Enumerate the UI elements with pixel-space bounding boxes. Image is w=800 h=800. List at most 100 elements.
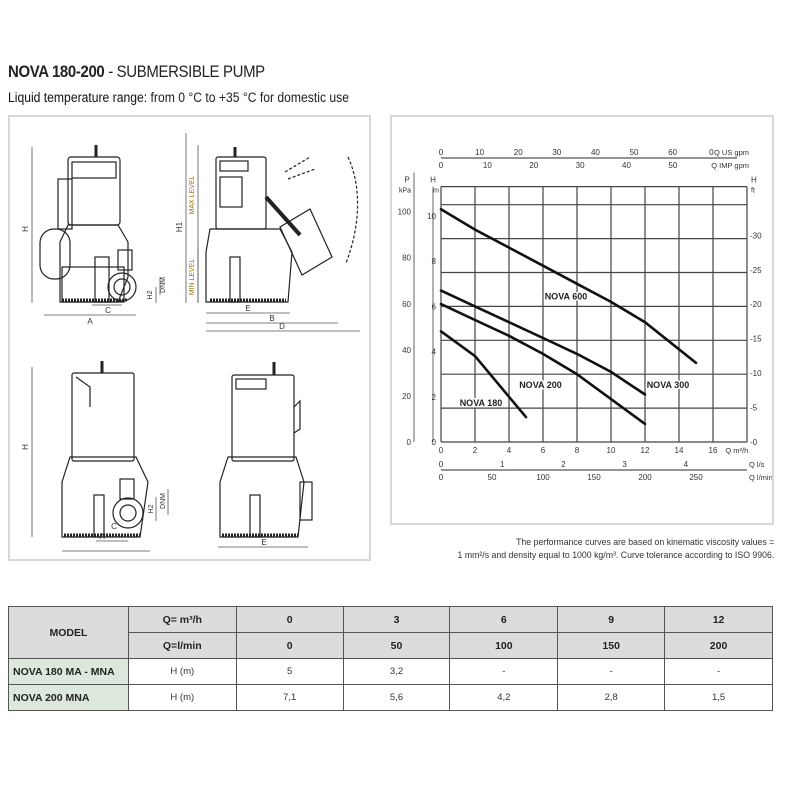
q-lmin-cell: 50 — [342, 632, 451, 659]
x-tick-m3h: 8 — [575, 446, 580, 455]
y-tick-m: 10 — [427, 212, 436, 221]
head-value: 3,2 — [342, 658, 451, 685]
dim-label-d: D — [279, 322, 285, 331]
x-tick-lmin: 0 — [439, 473, 444, 482]
y-tick-kpa: 100 — [398, 208, 412, 217]
x-tick-m3h: 10 — [607, 446, 616, 455]
axis-label-m3h: Q m³/h — [725, 446, 748, 455]
head-value: 4,2 — [449, 684, 559, 711]
dim-label-max-level: MAX LEVEL — [189, 175, 196, 214]
dim-label-h2: H2 — [148, 504, 155, 513]
dim-label-dnm: DNM — [160, 493, 167, 509]
dim-label-b: B — [269, 314, 274, 323]
y-tick-m: 8 — [432, 257, 437, 266]
pump-front-view-drawing — [61, 361, 149, 538]
q-lmin-cell: 0 — [235, 632, 344, 659]
x-tick-us-gpm: 10 — [475, 148, 484, 157]
curve-nova-600 — [439, 207, 698, 365]
axis-label-us-gpm: Q US gpm — [714, 148, 749, 157]
x-tick-us-gpm: 40 — [591, 148, 600, 157]
curve-label: NOVA 200 — [519, 380, 562, 390]
table-header-row-m3h: MODEL Q= m³/h 0 3 6 9 12 — [8, 606, 773, 659]
q-lmin-cell: 150 — [557, 632, 666, 659]
q-m3h-cell: 9 — [557, 606, 666, 633]
temperature-value: from 0 °C to +35 °C for domestic use — [147, 90, 349, 105]
y-tick-m: 2 — [432, 393, 437, 402]
y-tick-ft: -5 — [750, 404, 758, 413]
x-tick-m3h: 14 — [675, 446, 684, 455]
dim-label-h1: H1 — [175, 221, 184, 232]
x-tick-lmin: 150 — [587, 473, 601, 482]
x-tick-m3h: 12 — [641, 446, 650, 455]
dim-label-dnm: DNM — [160, 277, 167, 293]
dim-label-h: H — [21, 226, 30, 232]
x-tick-us-gpm: 60 — [668, 148, 677, 157]
q-lmin-cell: 100 — [449, 632, 559, 659]
unit-cell: H (m) — [127, 684, 237, 711]
x-tick-lmin: 50 — [488, 473, 497, 482]
model-name: NOVA 180 MA - MNA — [8, 658, 129, 685]
head-value: 5 — [235, 658, 344, 685]
axis-label-imp-gpm: Q IMP gpm — [711, 161, 749, 170]
x-tick-ls: 1 — [500, 460, 505, 469]
x-tick-imp-gpm: 20 — [529, 161, 538, 170]
dim-label-e: E — [261, 538, 266, 547]
y-tick-ft: -30 — [750, 231, 762, 240]
q-m3h-cell: 12 — [664, 606, 773, 633]
dim-label-h: H — [21, 444, 30, 450]
head-value: 5,6 — [342, 684, 451, 711]
dim-label-h2: H2 — [147, 290, 154, 299]
temperature-label: Liquid temperature range: — [8, 90, 148, 105]
y-tick-ft: -10 — [750, 369, 762, 378]
x-tick-us-gpm: 30 — [552, 148, 561, 157]
dim-label-c: C — [105, 306, 111, 315]
y-tick-kpa: 20 — [402, 392, 411, 401]
page-title: NOVA 180-200 - SUBMERSIBLE PUMP — [8, 62, 265, 82]
axis-label-h: H — [430, 176, 436, 185]
y-tick-ft: -25 — [750, 266, 762, 275]
axis-label-lmin: Q l/min — [749, 473, 772, 482]
pump-side-view-with-float-drawing — [39, 145, 137, 303]
model-header: MODEL — [8, 606, 129, 659]
x-tick-m3h: 0 — [439, 446, 444, 455]
head-value: 2,8 — [557, 684, 666, 711]
curve-note-line-2: 1 mm²/s and density equal to 1000 kg/m³.… — [457, 550, 774, 561]
temperature-range: Liquid temperature range: from 0 °C to +… — [8, 90, 349, 105]
dim-label-c: C — [111, 522, 117, 531]
axis-label-h-ft: H — [751, 176, 757, 185]
x-tick-m3h: 4 — [507, 446, 512, 455]
head-value: - — [664, 658, 773, 685]
dim-label-a: A — [87, 317, 93, 326]
x-tick-imp-gpm: 30 — [576, 161, 585, 170]
head-value: - — [557, 658, 666, 685]
pump-side-view-drawing — [219, 362, 313, 538]
x-tick-us-gpm: 0 — [439, 148, 444, 157]
table-row: NOVA 200 MNA H (m) 7,1 5,6 4,2 2,8 1,5 — [8, 684, 773, 711]
y-tick-m: 6 — [432, 302, 437, 311]
axis-label-ls: Q l/s — [749, 460, 765, 469]
dim-label-min-level: MIN LEVEL — [189, 259, 196, 296]
x-tick-imp-gpm: 50 — [668, 161, 677, 170]
y-tick-m: 4 — [432, 348, 437, 357]
q-lmin-cell: 200 — [664, 632, 773, 659]
curve-label: NOVA 300 — [647, 380, 690, 390]
x-tick-m3h: 2 — [473, 446, 478, 455]
table-row: NOVA 180 MA - MNA H (m) 5 3,2 - - - — [8, 658, 773, 685]
x-tick-us-gpm: 0 — [709, 148, 714, 157]
curve-note-line-1: The performance curves are based on kine… — [515, 537, 774, 548]
performance-table: MODEL Q= m³/h 0 3 6 9 12 Q=l/min 0 50 10… — [8, 606, 773, 711]
pump-drawings: H A C H2 DNM H1 MAX LEVEL MIN LEVEL E B … — [21, 133, 360, 552]
x-tick-lmin: 200 — [638, 473, 652, 482]
head-value: 7,1 — [235, 684, 344, 711]
curve-note: The performance curves are based on kine… — [457, 536, 774, 562]
x-tick-imp-gpm: 40 — [622, 161, 631, 170]
head-value: - — [449, 658, 559, 685]
x-tick-lmin: 100 — [536, 473, 550, 482]
q-m3h-label: Q= m³/h — [127, 606, 237, 633]
x-tick-ls: 2 — [561, 460, 566, 469]
y-tick-kpa: 0 — [407, 438, 412, 447]
dim-label-a: A — [99, 532, 105, 541]
model-name: NOVA 200 MNA — [8, 684, 129, 711]
x-tick-imp-gpm: 10 — [483, 161, 492, 170]
